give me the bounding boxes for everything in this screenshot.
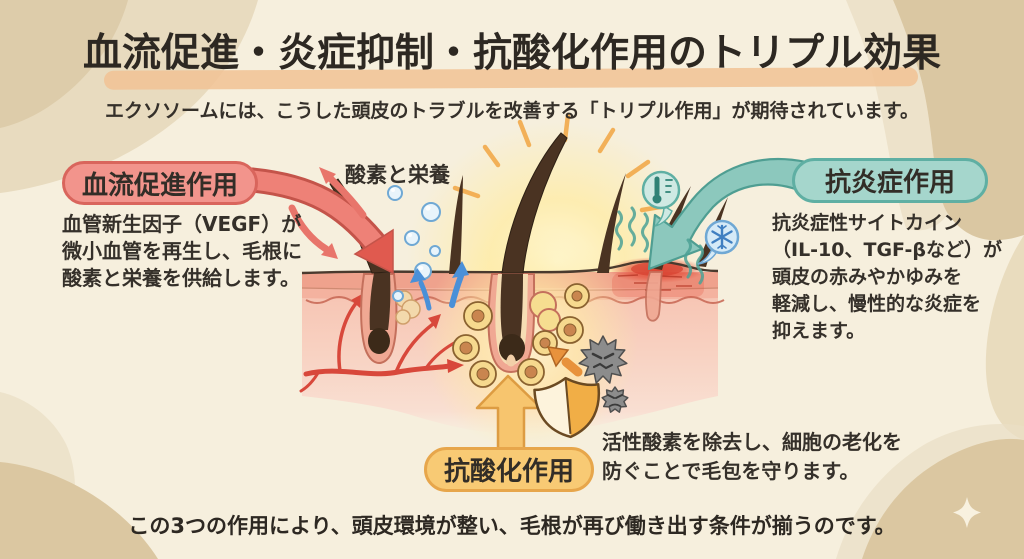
text-line: 微小血管を再生し、毛根に xyxy=(62,239,302,263)
text-line: （IL-10、TGF-βなど）が xyxy=(772,239,1002,261)
title-block: 血流促進・炎症抑制・抗酸化作用のトリプル効果 xyxy=(0,31,1024,90)
blood-flow-arrow xyxy=(239,167,394,275)
snowflake-icon xyxy=(697,219,740,265)
text-line: 抗炎症性サイトカイン xyxy=(772,212,963,234)
deflect-arrow xyxy=(546,346,583,377)
glow-rays xyxy=(452,112,669,213)
antioxidant-arrow xyxy=(475,374,543,454)
text-line: 軽減し、慢性的な炎症を xyxy=(772,293,982,315)
oxygen-up-arrows xyxy=(410,261,469,311)
shield-icon xyxy=(533,376,601,439)
badge-blood-flow: 血流促進作用 xyxy=(62,161,258,205)
badge-anti-inflammatory: 抗炎症作用 xyxy=(792,158,988,203)
subtitle: エクソソームには、こうした頭皮のトラブルを改善する「トリプル作用」が期待されてい… xyxy=(105,100,919,122)
oxygen-nutrients-label: 酸素と栄養 xyxy=(345,163,450,187)
text-line: 酸素と栄養を供給します。 xyxy=(62,266,300,290)
blood-flow-description: 血管新生因子（VEGF）が 微小血管を再生し、毛根に 酸素と栄養を供給します。 xyxy=(62,211,302,292)
follicle-cells xyxy=(452,283,590,388)
sebaceous-gland xyxy=(395,290,421,325)
page-title: 血流促進・炎症抑制・抗酸化作用のトリプル効果 xyxy=(82,31,941,76)
text-line: 頭皮の赤みやかゆみを xyxy=(772,266,963,288)
antioxidant-description: 活性酸素を除去し、細胞の老化を 防ぐことで毛包を守ります。 xyxy=(602,428,902,486)
text-line: 抑えます。 xyxy=(772,320,866,342)
footer-conclusion: この3つの作用により、頭皮環境が整い、毛根が再び働き出す条件が揃うのです。 xyxy=(128,514,896,538)
badge-antioxidant: 抗酸化作用 xyxy=(424,447,594,492)
thermometer-icon xyxy=(641,170,681,227)
text-line: 血管新生因子（VEGF）が xyxy=(62,212,302,236)
sparkle-icon xyxy=(953,497,981,528)
text-line: 活性酸素を除去し、細胞の老化を xyxy=(602,430,902,454)
anti-inflammatory-description: 抗炎症性サイトカイン （IL-10、TGF-βなど）が 頭皮の赤みやかゆみを 軽… xyxy=(772,210,1002,345)
text-line: 防ぐことで毛包を守ります。 xyxy=(602,459,860,483)
free-radical-icon xyxy=(578,335,629,413)
